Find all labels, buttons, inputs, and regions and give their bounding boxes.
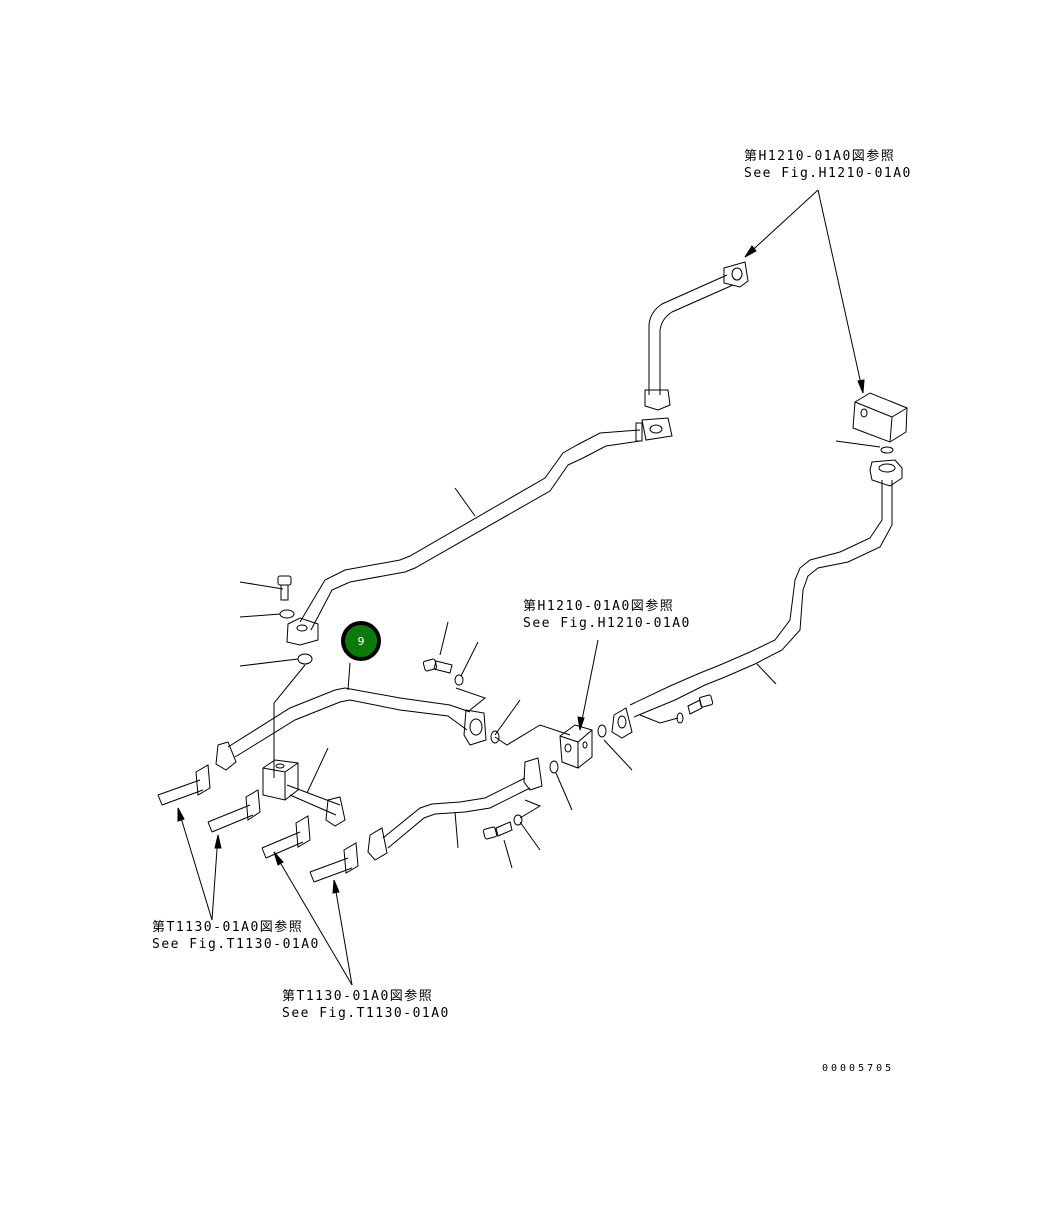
- washer-upper-left: [280, 610, 294, 618]
- reference-jp: 第T1130-01A0図参照: [152, 920, 304, 935]
- left-valve-block: [263, 760, 345, 826]
- reference-label-h1210-top: 第H1210-01A0図参照 See Fig.H1210-01A0: [744, 148, 912, 182]
- reference-label-h1210-mid: 第H1210-01A0図参照 See Fig.H1210-01A0: [523, 598, 691, 632]
- top-right-valve-block: [853, 393, 907, 442]
- reference-label-t1130-bottom: 第T1130-01A0図参照 See Fig.T1130-01A0: [282, 988, 450, 1022]
- bolt-upper-left: [278, 576, 291, 600]
- part-callout-9[interactable]: 9: [341, 621, 381, 661]
- center-valve-block: [560, 725, 592, 768]
- middle-bolt: [423, 659, 452, 673]
- callout-number: 9: [357, 634, 365, 648]
- reference-en: See Fig.H1210-01A0: [523, 616, 691, 631]
- oring-center-lower: [550, 761, 558, 773]
- reference-label-t1130-left: 第T1130-01A0図参照 See Fig.T1130-01A0: [152, 919, 320, 953]
- oring-top-right: [881, 447, 893, 453]
- lower-bolt: [483, 822, 512, 839]
- left-hoses: [158, 765, 358, 882]
- reference-en: See Fig.H1210-01A0: [744, 166, 912, 181]
- oring-upper-left: [298, 654, 312, 664]
- right-washer: [677, 713, 683, 723]
- leader-lines: [240, 441, 880, 868]
- reference-jp: 第H1210-01A0図参照: [523, 599, 675, 614]
- reference-jp: 第T1130-01A0図参照: [282, 989, 434, 1004]
- lower-pipe: [368, 758, 542, 860]
- upper-pipe: [300, 418, 672, 630]
- reference-jp: 第H1210-01A0図参照: [744, 149, 896, 164]
- right-bolt: [688, 695, 713, 714]
- reference-arrows: [178, 190, 864, 985]
- middle-washer: [455, 675, 463, 685]
- reference-en: See Fig.T1130-01A0: [282, 1006, 450, 1021]
- oring-center-right: [598, 725, 606, 737]
- upper-elbow-pipe: [645, 262, 748, 410]
- reference-en: See Fig.T1130-01A0: [152, 937, 320, 952]
- middle-pipe: [216, 688, 486, 770]
- right-pipe: [612, 460, 902, 738]
- lower-washer: [514, 815, 522, 825]
- pipe-clamp: [287, 618, 318, 645]
- document-number: 00005705: [822, 1063, 895, 1074]
- oring-center-left: [491, 731, 499, 743]
